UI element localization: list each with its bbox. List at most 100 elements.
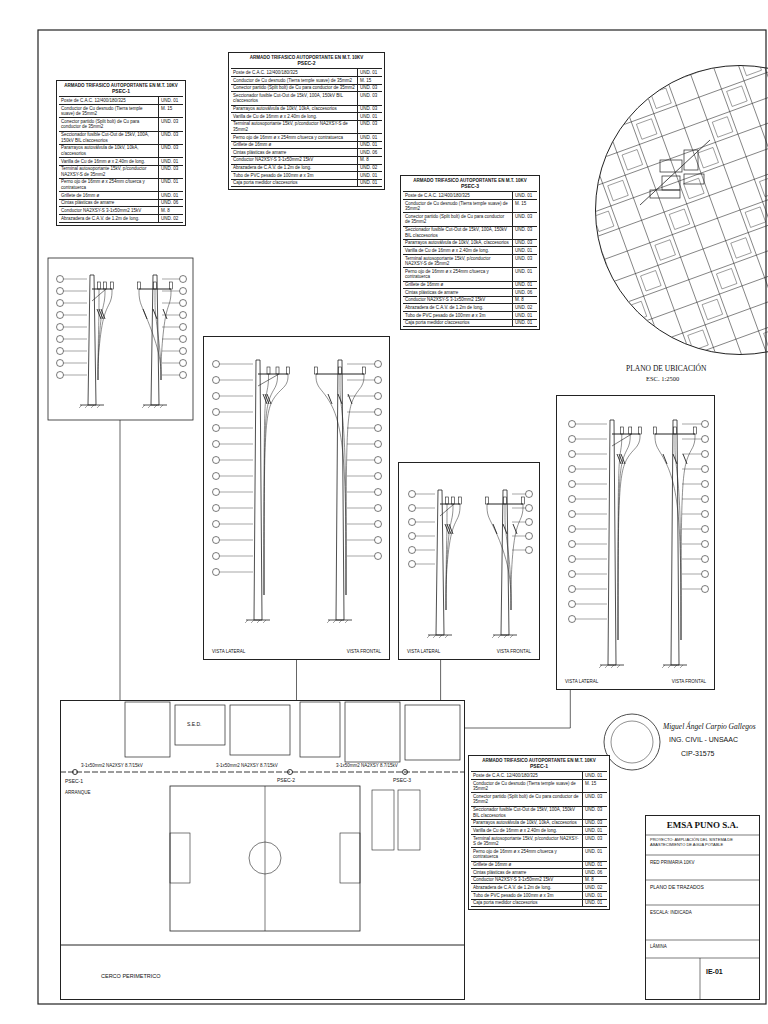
callout-circle: [702, 526, 709, 533]
drawing-label: LÁMINA: [649, 944, 668, 949]
table-cell-description: Perno ojo de 16mm ø x 254mm c/tuerca y c…: [403, 268, 512, 280]
city-block: [727, 86, 748, 107]
callout-circle: [213, 537, 220, 544]
leader-line: [220, 460, 254, 461]
table-cell-description: Poste de C.A.C. 12/400/180/325: [231, 69, 357, 76]
table-row: Pararrayos autoválvula de 10kV, 10kA, c/…: [403, 239, 537, 247]
table-cell-quantity: UND. 03: [512, 240, 537, 247]
leader-line: [64, 279, 88, 280]
materials-table: ARMADO TRIFASICO AUTOPORTANTE EN M.T. 10…: [400, 175, 540, 330]
table-row: Perno ojo de 16mm ø x 254mm c/tuerca y c…: [403, 267, 537, 280]
table-row: Conductor NA2XSY-S 3-1x50mm2 15kVM. 8: [471, 876, 607, 884]
table-cell-quantity: UND. 01: [357, 172, 382, 179]
table-cell-quantity: UND. 03: [357, 106, 382, 113]
title-block-lines: [645, 835, 760, 1000]
city-block: [712, 117, 733, 138]
title-block-rule: [645, 958, 760, 959]
callout-circle: [375, 441, 382, 448]
ground-hatch: [617, 665, 620, 668]
callout-circle: [569, 571, 576, 578]
insulator-symbol: [287, 367, 290, 374]
leader-line: [220, 412, 254, 413]
table-row: Conductor de Cu desnudo (Tierra temple s…: [231, 76, 382, 84]
table-row: Poste de C.A.C. 12/400/180/325UND. 01: [471, 771, 607, 779]
stamp-circle: [604, 714, 660, 770]
callout-circle: [569, 421, 576, 428]
callout-circle: [213, 521, 220, 528]
table-row: Tubo de PVC pesado de 100mm ø x 3mUND. 0…: [403, 311, 537, 319]
insulator-symbol: [446, 497, 449, 504]
table-row: Perno ojo de 16mm ø x 254mm c/tuerca y c…: [471, 847, 607, 860]
callout-circle: [375, 361, 382, 368]
title-block-rule: [645, 880, 760, 881]
stamp-circle: [611, 721, 653, 763]
callout-circle: [57, 324, 64, 331]
insulator-symbol: [154, 282, 157, 289]
pole-marker: [73, 770, 78, 775]
table-cell-description: Conductor NA2XSY-S 3-1x50mm2 15kV: [231, 157, 357, 164]
leader-line: [120, 420, 121, 700]
table-row: Grillete de 16mm øUND. 01: [403, 281, 537, 289]
table-row: Conector partido (Split bolt) de Cu para…: [403, 212, 537, 225]
table-row: Conector partido (Split bolt) de Cu para…: [231, 84, 382, 92]
leader-line: [347, 540, 375, 541]
callout-circle: [180, 312, 187, 319]
leader-line: [64, 327, 88, 328]
table-cell-quantity: UND. 01: [582, 892, 607, 899]
ground-hatch: [85, 405, 88, 408]
table-cell-quantity: UND. 01: [357, 113, 382, 120]
table-row: Abrazadera de C.A.V. de 1.2m de long.UND…: [59, 214, 183, 222]
street-line: [631, 268, 768, 377]
insulator-symbol: [654, 427, 657, 434]
table-cell-quantity: UND. 01: [512, 192, 537, 199]
table-row: Tubo de PVC pesado de 100mm ø x 3mUND. 0…: [471, 891, 607, 899]
leader-line: [347, 556, 375, 557]
table-row: Seccionador fusible Cut-Out de 15kV, 100…: [231, 91, 382, 104]
table-row: Terminal autosoportante 15kV, p/conducto…: [59, 165, 183, 178]
callout-circle: [180, 360, 187, 367]
callout-circle: [569, 436, 576, 443]
subheading-text: VISTA FRONTAL: [672, 679, 706, 684]
subheading-text: PSEC-1: [471, 763, 607, 769]
crossarm: [258, 374, 288, 375]
table-cell-quantity: UND. 03: [582, 835, 607, 847]
insulator-symbol: [267, 367, 270, 374]
site-plan: CERCO PERIMETRICO: [60, 700, 465, 1000]
table-row: Cintas plásticas de amarreUND. 06: [403, 288, 537, 296]
table-row: Perno ojo de 16mm ø x 254mm c/tuerca y c…: [59, 178, 183, 191]
street-line: [540, 20, 768, 129]
subheading-text: VISTA FRONTAL: [347, 649, 381, 654]
ground-hatch: [680, 665, 683, 668]
table-cell-description: Grillete de 16mm ø: [231, 142, 357, 149]
table-cell-quantity: M. 15: [158, 105, 183, 117]
table-cell-description: Terminal autosoportante 15kV, p/conducto…: [471, 835, 582, 847]
ground-hatch: [339, 620, 342, 623]
table-cell-description: Terminal autosoportante 15kV, p/conducto…: [403, 255, 512, 267]
callout-circle: [375, 553, 382, 560]
table-cell-quantity: UND. 03: [158, 145, 183, 157]
ground-hatch: [79, 405, 82, 408]
ground-hatch: [498, 635, 501, 638]
leader-line: [682, 529, 702, 530]
callout-circle: [526, 519, 533, 526]
leader-line: [162, 279, 180, 280]
table-cell-quantity: UND. 01: [357, 142, 382, 149]
leader-line: [512, 536, 526, 537]
callout-circle: [409, 491, 416, 498]
heading-text: VISTA LATERAL: [407, 649, 440, 654]
callout-circle: [213, 377, 220, 384]
subheading-text: ESC. 1:2500: [646, 375, 679, 383]
table-cell-quantity: UND. 03: [512, 255, 537, 267]
drawing-label: ING. CIVIL - UNSAAC: [668, 736, 739, 744]
insulator-symbol: [620, 427, 623, 434]
callout-circle: [180, 336, 187, 343]
leader-line: [347, 396, 375, 397]
callout-circle: [213, 425, 220, 432]
table-row: Conductor de Cu desnudo (Tierra temple s…: [471, 779, 607, 792]
leader-line: [682, 514, 702, 515]
table-cell-description: Tubo de PVC pesado de 100mm ø x 3m: [231, 172, 357, 179]
heading-text: ARMADO TRIFASICO AUTOPORTANTE EN M.T. 10…: [403, 178, 537, 183]
callout-circle: [213, 409, 220, 416]
leader-line: [682, 454, 702, 455]
street-line: [581, 133, 768, 242]
